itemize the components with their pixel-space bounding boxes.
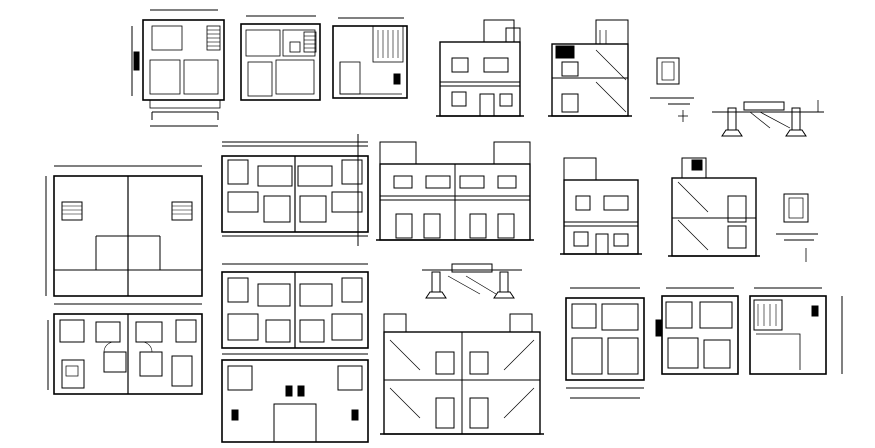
section-twin — [380, 313, 544, 435]
plan-a-terrace — [332, 17, 408, 99]
section-single — [548, 19, 632, 117]
detail-small-2 — [776, 193, 818, 262]
plan-a-first — [240, 15, 321, 101]
footing-detail-1 — [712, 100, 824, 137]
plan-twin-furnished — [47, 313, 203, 395]
plan-b-ground — [565, 287, 645, 399]
plan-b-terrace — [749, 287, 843, 375]
section-single-2 — [668, 157, 760, 257]
plan-twin-ground — [221, 134, 369, 246]
plan-twin-first — [221, 263, 369, 349]
front-elevation-single-2 — [560, 157, 642, 255]
detail-small-1 — [650, 57, 694, 122]
footing-detail-2 — [422, 263, 522, 299]
front-elevation-twin — [376, 141, 534, 241]
plan-twin-terrace — [221, 353, 369, 443]
plan-b-first — [655, 287, 739, 375]
plan-a-ground — [131, 9, 225, 127]
front-elevation-single — [436, 19, 524, 117]
plan-twin-large — [45, 165, 203, 305]
